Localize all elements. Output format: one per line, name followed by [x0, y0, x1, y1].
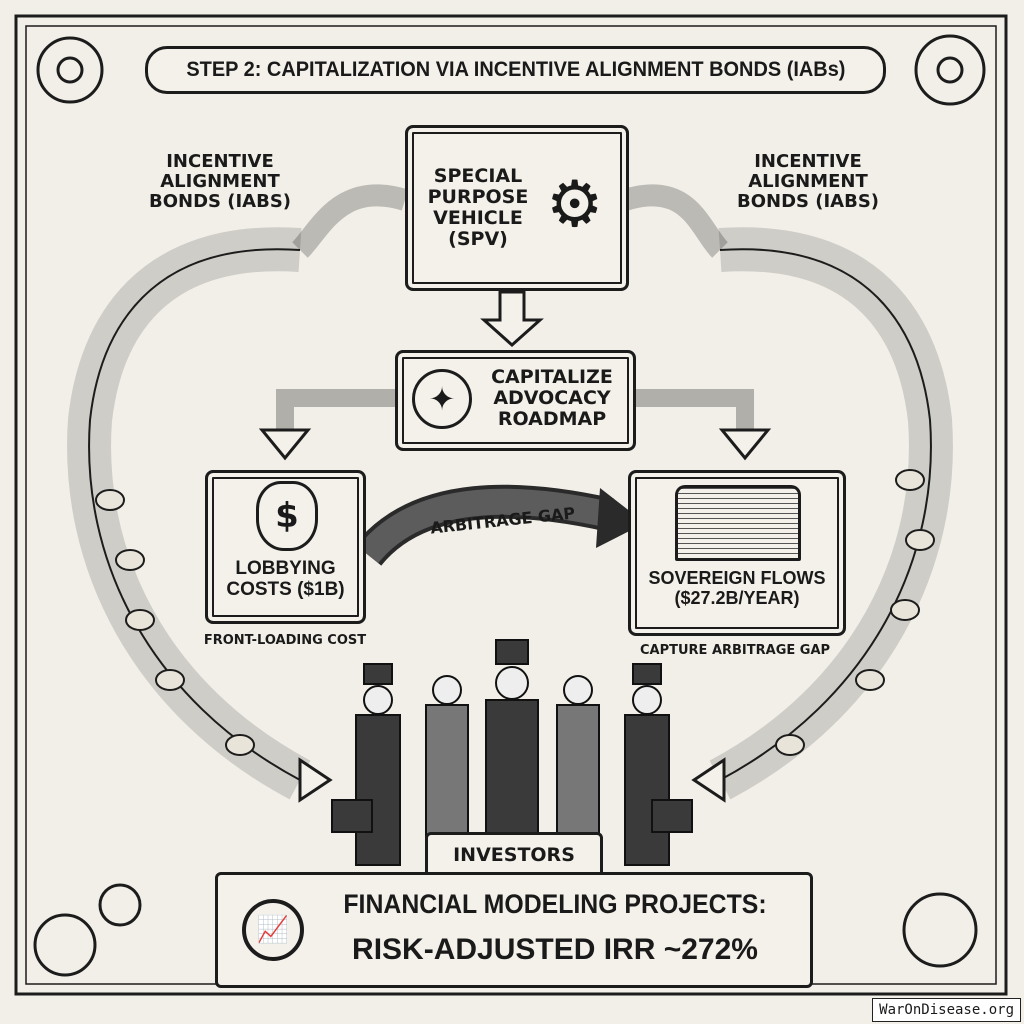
watermark: WarOnDisease.org [872, 998, 1021, 1022]
sovereign-box: SOVEREIGN FLOWS ($27.2B/YEAR) [628, 470, 846, 636]
result-line2: RISK-ADJUSTED IRR ~272% [352, 933, 758, 966]
arbitrage-arrow [354, 484, 614, 567]
spv-box: SPECIAL PURPOSE VEHICLE (SPV) ⚙ [405, 125, 629, 291]
sovereign-caption: CAPTURE ARBITRAGE GAP [639, 643, 831, 658]
capitalize-box: ✦ CAPITALIZE ADVOCACY ROADMAP [395, 350, 636, 451]
money-bag-icon: $ [256, 481, 318, 551]
down-arrow [480, 290, 544, 348]
lobbying-box: $ LOBBYING COSTS ($1B) [205, 470, 366, 624]
coins [95, 469, 935, 756]
left-ribbon-label: INCENTIVE ALIGNMENT BONDS (IABs) [148, 151, 292, 212]
capitalize-label: CAPITALIZE ADVOCACY ROADMAP [491, 366, 613, 430]
gear-icon: ⚙ [546, 168, 604, 242]
compass-icon: ✦ [412, 369, 472, 429]
right-ribbon-label: INCENTIVE ALIGNMENT BONDS (IABs) [736, 151, 880, 212]
result-banner: 📈 FINANCIAL MODELING PROJECTS: RISK-ADJU… [215, 872, 813, 988]
magnifier-chart-icon: 📈 [242, 899, 304, 961]
lobbying-label: LOBBYING COSTS ($1B) [226, 558, 345, 600]
treasure-chest-icon [675, 485, 801, 561]
sovereign-label: SOVEREIGN FLOWS ($27.2B/YEAR) [648, 568, 826, 608]
result-line1: FINANCIAL MODELING PROJECTS: [343, 889, 767, 919]
page-title: STEP 2: CAPITALIZATION VIA INCENTIVE ALI… [185, 58, 846, 81]
spv-label: SPECIAL PURPOSE VEHICLE (SPV) [427, 165, 529, 250]
title-banner: STEP 2: CAPITALIZATION VIA INCENTIVE ALI… [145, 46, 886, 94]
gear-decorations [33, 34, 986, 977]
lobbying-caption: FRONT-LOADING COST [203, 633, 367, 648]
